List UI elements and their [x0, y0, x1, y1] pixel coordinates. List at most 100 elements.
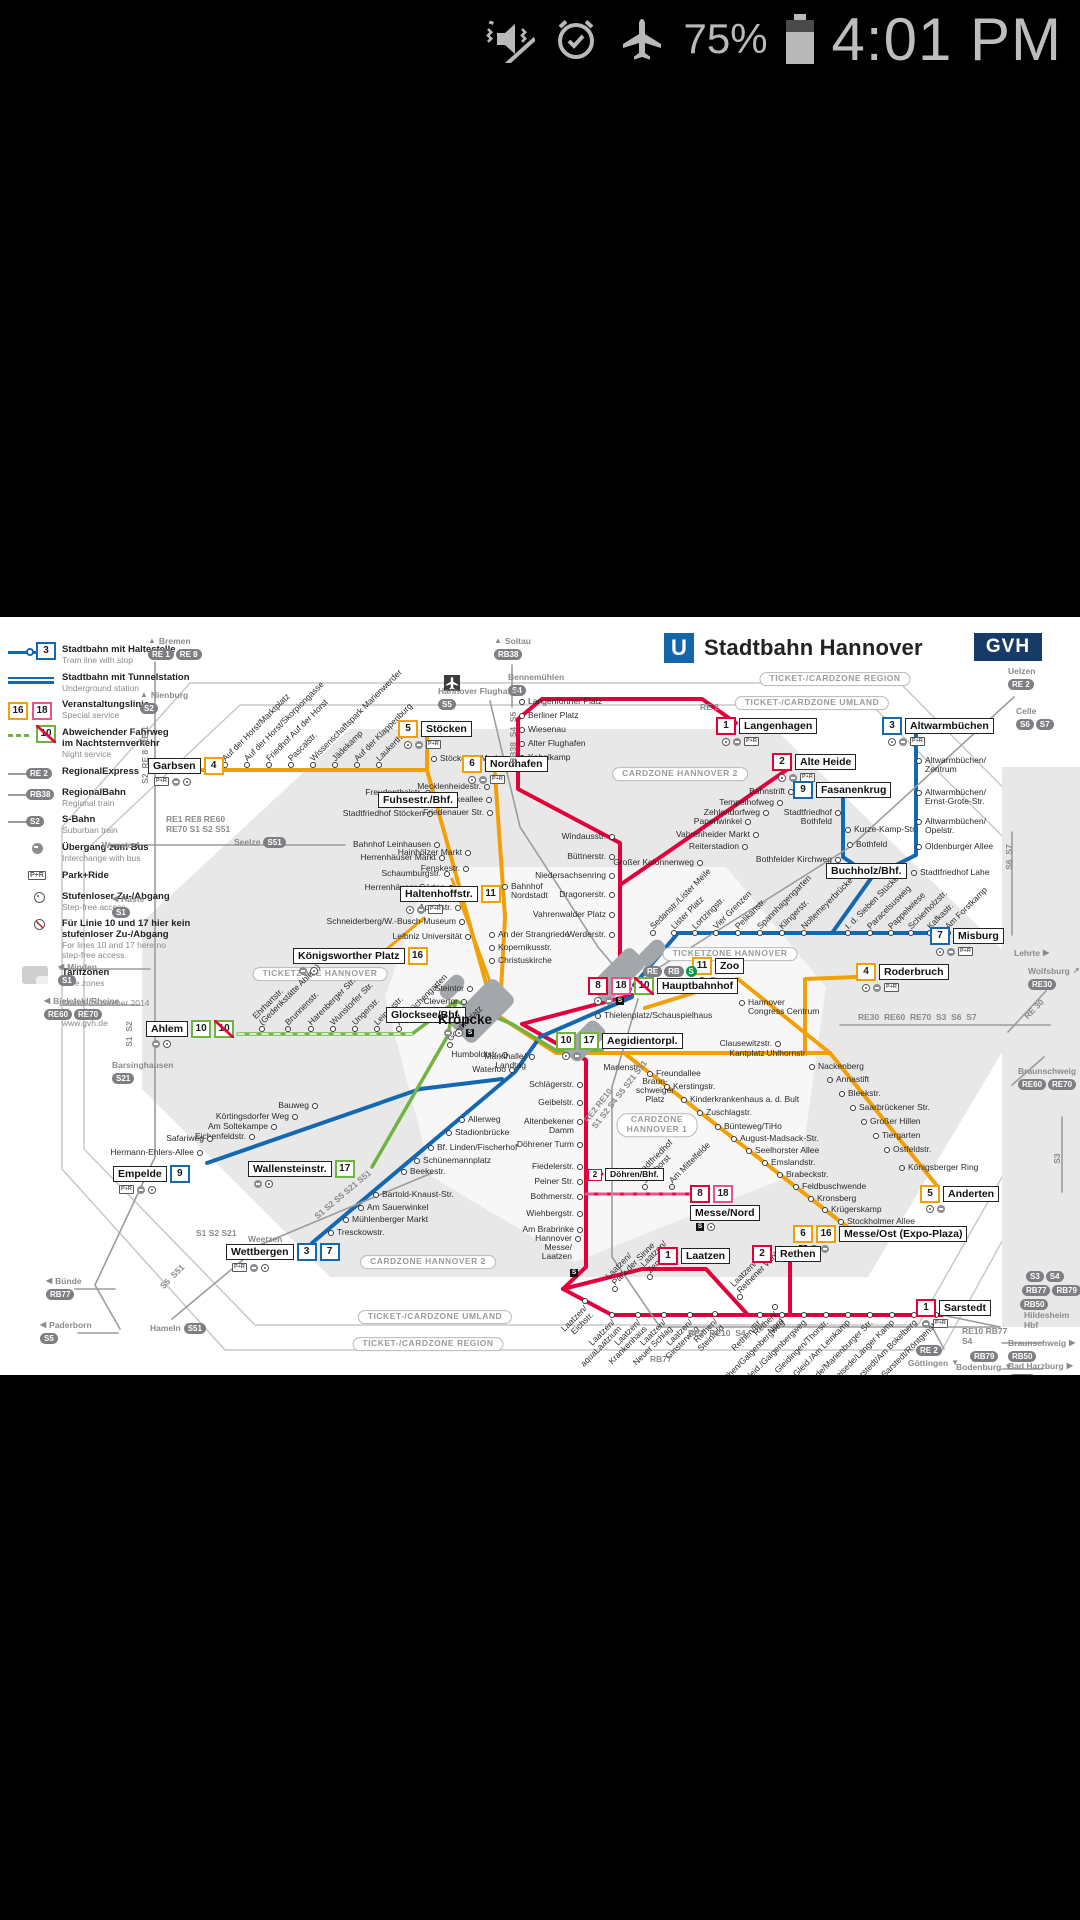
station-dot: [609, 873, 615, 879]
station-box: Fuhsestr./Bhf.: [378, 792, 459, 808]
legend-sample: S2: [8, 815, 56, 836]
legend-footer: www.gvh.de: [62, 1018, 108, 1029]
bus-icon: [821, 1245, 829, 1253]
station-dot: [431, 756, 437, 762]
station-name: Annastift: [836, 1074, 870, 1084]
legend-subtitle: For lines 10 and 17 here no step-free ac…: [62, 940, 166, 961]
station-name: Zoo: [715, 958, 745, 974]
rail-line-sample: [8, 821, 26, 824]
line-badge: 4: [203, 757, 224, 775]
direction-arrow: ▶: [1066, 1361, 1073, 1371]
pr-icon: P+R: [884, 983, 899, 992]
station-dot: [867, 1312, 873, 1318]
station-icons: P+R: [404, 740, 441, 749]
rail-line-pill: S1: [58, 974, 76, 986]
station-dot: [463, 866, 469, 872]
station-dot: [647, 1071, 653, 1077]
station-name: Freundallee: [656, 1068, 701, 1078]
legend-title: Park+Ride: [62, 869, 109, 881]
edge-label-row: ◀Bünde: [46, 1276, 82, 1287]
edge-label-text: RB38 S4 S5: [508, 711, 519, 764]
edge-label: RE 2: [916, 1345, 942, 1356]
station-name: Clausewitzstr.: [719, 1038, 772, 1048]
station-name: Schlägerstr.: [529, 1079, 574, 1089]
station-dot: [308, 1026, 314, 1032]
edge-label-row: ◀Bielefeld/Rheine: [44, 996, 119, 1007]
station-dot: [867, 930, 873, 936]
station-name: Langenhagen: [739, 718, 818, 734]
station-dot: [577, 1164, 583, 1170]
line-badge: 5: [398, 720, 418, 738]
edge-label: S3: [1052, 1153, 1063, 1163]
pill-row: S51: [263, 837, 286, 848]
station-dot: [847, 842, 853, 848]
station-dot: [428, 1145, 434, 1151]
wc-icon: [722, 737, 730, 746]
edge-label-row: S3: [1052, 1153, 1063, 1163]
edge-label: Wolfsburg↗RE30: [1028, 966, 1080, 990]
rail-line-pill: S3: [1026, 1271, 1044, 1282]
station-name: Vahrenheider Markt: [675, 829, 750, 839]
station-name: Reiterstadion: [688, 841, 739, 851]
edge-label-row: Wolfsburg↗: [1028, 966, 1080, 977]
station-dot: [635, 1312, 641, 1318]
legend-text: RegionalExpress: [62, 766, 139, 781]
legend-title: Abweichender Fahrweg im Nachtsternverkeh…: [62, 727, 169, 749]
edge-label-row: Bodenburg▼: [956, 1362, 1012, 1373]
station-name: Tresckowstr.: [337, 1227, 385, 1237]
station-dot: [489, 958, 495, 964]
station-name: Fasanenkrug: [816, 782, 892, 798]
line-badge: 10: [191, 1020, 212, 1038]
rail-line-pill: RE10: [1008, 1373, 1037, 1375]
station-dot: [259, 1026, 265, 1032]
station-name: Oldenburger Allee: [925, 841, 994, 851]
station-name: Hannover Messe/ Laatzen: [535, 1233, 572, 1262]
legend-subtitle: Night service: [62, 748, 112, 759]
edge-label: S6 S7: [1004, 844, 1015, 870]
station-dot: [292, 1114, 298, 1120]
station-name: Papenwinkel: [693, 816, 742, 826]
legend-sample: [8, 843, 56, 864]
station-name: Garbsen: [148, 758, 201, 774]
station-dot: [861, 1119, 867, 1125]
station-name: Aegidientorpl.: [602, 1033, 683, 1049]
legend-sample: P+R: [8, 870, 56, 885]
station-dot: [777, 800, 783, 806]
station-dot: [285, 1026, 291, 1032]
line-badge: 9: [169, 1165, 190, 1183]
station-name: Nackenberg: [818, 1061, 864, 1071]
legend-item: Für Linie 10 und 17 hier kein stufenlose…: [8, 918, 190, 960]
line-badge: 1: [658, 1247, 678, 1265]
pill-row: S5: [40, 1332, 58, 1344]
line-badge: 4: [856, 963, 876, 981]
station-name: Allerweg: [468, 1114, 501, 1124]
legend-subtitle: Step-free access: [62, 901, 126, 912]
pill-row: S2: [140, 702, 158, 714]
pr-icon: P+R: [933, 1319, 948, 1328]
station-name: Hannover Congress Centrum: [748, 997, 820, 1017]
bus-icon: [444, 1029, 452, 1037]
station-dot: [489, 932, 495, 938]
rail-line-pill: RE70: [1048, 1078, 1077, 1090]
rail-line-pill: RE60: [1018, 1078, 1047, 1090]
station-dot: [873, 1133, 879, 1139]
zone-oval: TICKET-/CARDZONE REGION: [759, 672, 911, 686]
rail-line-pill: RE 2: [1008, 678, 1034, 690]
bus-icon: [171, 777, 180, 786]
station-name: Buchholz/Bhf.: [826, 863, 907, 879]
station-name: Altwarmbüchen: [905, 718, 994, 734]
edge-label: Bodenburg▼: [956, 1362, 1012, 1373]
pill-row: S4: [508, 684, 526, 696]
station-dot: [288, 762, 294, 768]
